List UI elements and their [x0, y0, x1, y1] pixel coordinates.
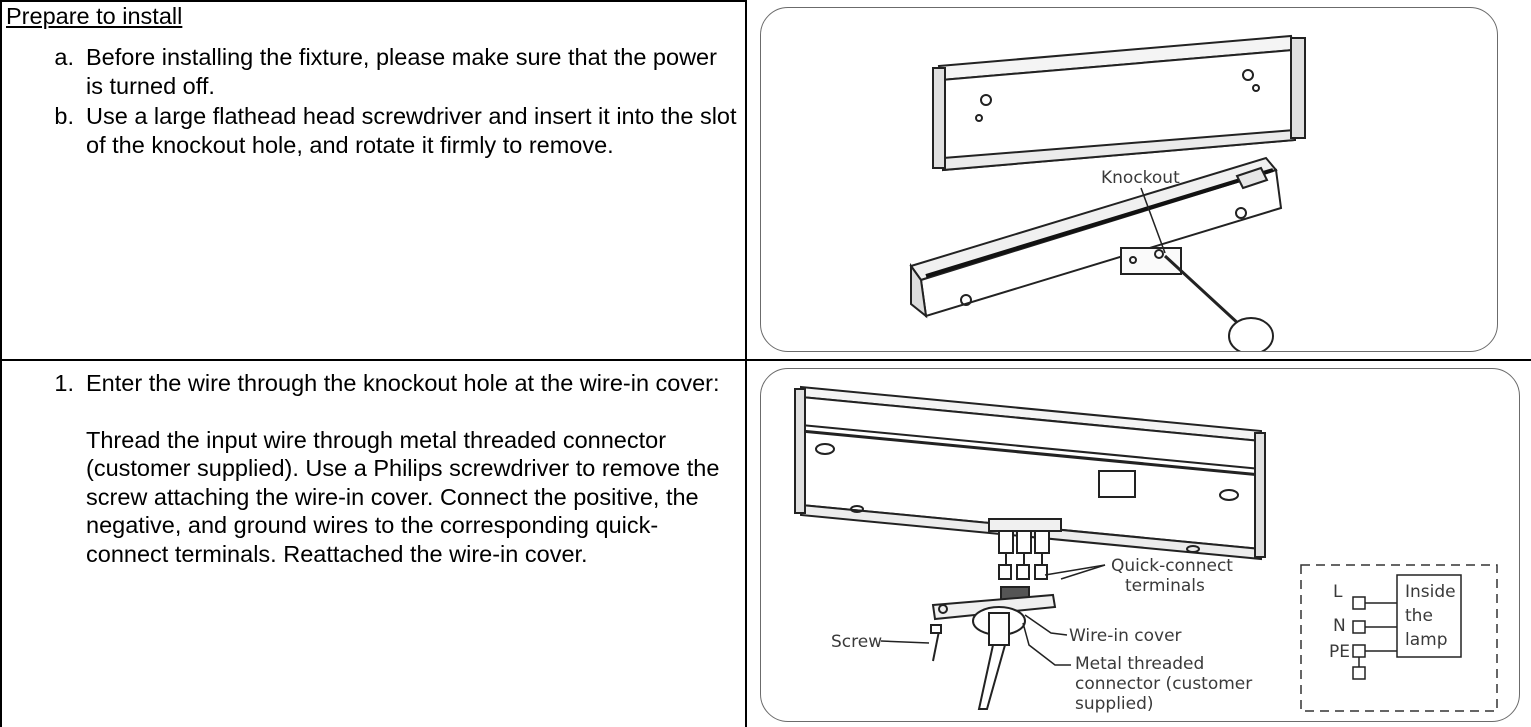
- list-item: b. Use a large flathead head screwdriver…: [38, 102, 738, 159]
- list-item: 1. Enter the wire through the knockout h…: [38, 369, 738, 568]
- legend-inside-label: the: [1405, 606, 1433, 626]
- legend-neutral-label: N: [1333, 616, 1346, 636]
- list-item-text: Before installing the fixture, please ma…: [86, 44, 717, 99]
- list-item: a. Before installing the fixture, please…: [38, 43, 738, 100]
- wire-in-cover-label: Wire-in cover: [1069, 626, 1182, 646]
- wiring-figure-panel: Quick-connect terminals Wire-in cover Sc…: [760, 368, 1520, 722]
- quick-connect-label: Quick-connect: [1111, 556, 1233, 576]
- knockout-diagram: Knockout: [909, 34, 1306, 351]
- metal-connector-label: supplied): [1075, 694, 1154, 714]
- table-border-top: [0, 0, 746, 2]
- table-border-left: [0, 0, 2, 727]
- legend-inside-label: lamp: [1405, 630, 1448, 650]
- wiring-diagram: Quick-connect terminals Wire-in cover Sc…: [794, 385, 1498, 714]
- knockout-label: Knockout: [1101, 168, 1180, 188]
- list-marker: b.: [54, 103, 74, 129]
- step-body-text: Thread the input wire through metal thre…: [86, 426, 720, 567]
- quick-connect-label: terminals: [1125, 576, 1205, 596]
- step-lead-text: Enter the wire through the knockout hole…: [86, 370, 720, 396]
- legend-ground-label: PE: [1329, 642, 1350, 662]
- list-marker: 1.: [54, 370, 74, 396]
- metal-connector-label: connector (customer: [1075, 674, 1252, 694]
- legend-line-label: L: [1333, 582, 1343, 602]
- section-heading: Prepare to install: [6, 3, 183, 29]
- wiring-step: 1. Enter the wire through the knockout h…: [38, 369, 738, 568]
- list-item-text: Use a large flathead head screwdriver an…: [86, 103, 737, 158]
- table-column-divider: [745, 0, 747, 727]
- legend-inside-label: Inside: [1405, 582, 1456, 602]
- metal-connector-label: Metal threaded: [1075, 654, 1204, 674]
- table-row-divider: [0, 359, 1531, 361]
- knockout-figure-panel: Knockout: [760, 7, 1498, 352]
- list-marker: a.: [54, 44, 74, 70]
- prepare-list: a. Before installing the fixture, please…: [38, 43, 738, 159]
- screw-label: Screw: [831, 632, 882, 652]
